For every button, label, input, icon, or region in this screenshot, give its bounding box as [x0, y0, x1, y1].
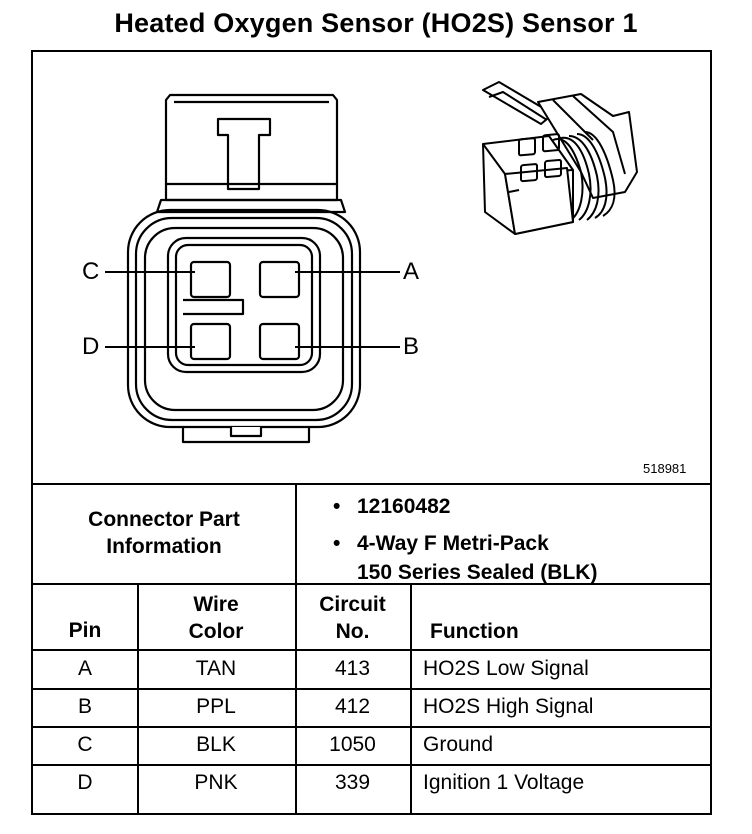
cell-function: HO2S High Signal — [423, 695, 594, 718]
cell-circuit: 339 — [334, 771, 371, 794]
cell-circuit: 1050 — [329, 733, 376, 756]
cell-function: Ground — [423, 733, 494, 756]
cell-pin: A — [77, 657, 92, 680]
cell-pin: C — [77, 733, 93, 756]
connector-drawing — [105, 81, 638, 444]
connector-info-label: Connector Part Information — [33, 485, 295, 581]
connector-description: • 4-Way F Metri-Pack — [333, 529, 597, 558]
page-title: Heated Oxygen Sensor (HO2S) Sensor 1 — [114, 8, 638, 38]
description-line1: 4-Way F Metri-Pack — [357, 532, 549, 555]
cavity-a — [258, 260, 301, 299]
cell-circuit: 412 — [334, 695, 371, 718]
divider-connector-info — [33, 583, 710, 585]
cell-circuit: 413 — [334, 657, 371, 680]
cell-function: HO2S Low Signal — [423, 657, 589, 680]
bullet: • — [333, 532, 341, 555]
cell-wire-color: PPL — [196, 695, 236, 718]
pin-label-b: B — [403, 333, 420, 360]
connector-info-label-line1: Connector Part — [88, 508, 240, 531]
connector-inner-seal — [166, 236, 322, 374]
header-circuit-line1: Circuit — [319, 593, 386, 616]
description-line2: 150 Series Sealed (BLK) — [357, 561, 598, 584]
header-function: Function — [430, 620, 519, 643]
diagram-frame: C A D B 518981 Connector Part Informatio… — [31, 50, 712, 815]
header-pin: Pin — [68, 619, 102, 642]
divider-color-column — [295, 583, 297, 815]
cavity-b — [258, 322, 301, 361]
connector-outer-shell — [126, 208, 362, 429]
divider-row-c — [33, 764, 710, 766]
cell-pin: B — [77, 695, 92, 718]
header-wire-color-line1: Wire — [193, 593, 239, 616]
bullet: • — [333, 495, 341, 518]
connector-info-label-line2: Information — [106, 535, 222, 558]
cell-pin: D — [77, 771, 93, 794]
divider-row-b — [33, 726, 710, 728]
part-number-text: 12160482 — [357, 495, 451, 518]
cavity-d — [189, 322, 232, 361]
connector-diagram: C A D B 518981 — [33, 52, 710, 483]
cavity-c — [189, 260, 232, 299]
header-circuit-line2: No. — [335, 620, 370, 643]
connector-part-number: • 12160482 — [333, 492, 597, 521]
connector-info-list: • 12160482 • 4-Way F Metri-Pack 150 Series… — [333, 492, 597, 587]
header-circuit: Circuit No. — [295, 591, 410, 645]
figure-number: 518981 — [643, 461, 687, 476]
divider-row-a — [33, 688, 710, 690]
cell-function: Ignition 1 Voltage — [423, 771, 585, 794]
cell-wire-color: TAN — [195, 657, 237, 680]
header-wire-color-line2: Color — [188, 620, 244, 643]
pin-label-d: D — [82, 333, 100, 360]
latch-t-shape — [216, 117, 272, 191]
cell-wire-color: PNK — [194, 771, 238, 794]
pin-label-a: A — [403, 258, 420, 285]
polarization-key — [183, 298, 245, 316]
divider-cpi-column — [295, 483, 297, 583]
connector-isometric-view — [482, 81, 638, 235]
divider-diagram — [33, 483, 710, 485]
header-wire-color: Wire Color — [137, 591, 295, 645]
divider-pin-column — [137, 583, 139, 815]
divider-circuit-column — [410, 583, 412, 815]
pin-label-c: C — [82, 258, 100, 285]
divider-table-header — [33, 649, 710, 651]
cell-wire-color: BLK — [196, 733, 236, 756]
